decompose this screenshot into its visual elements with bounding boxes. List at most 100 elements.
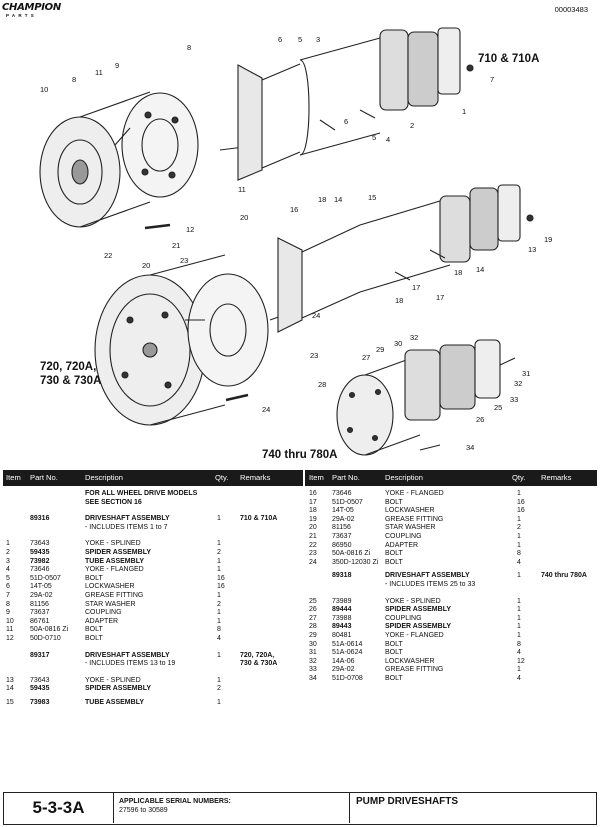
cell-item: 4: [6, 566, 10, 574]
cell-qty: 16: [517, 507, 525, 515]
cell-part: 73643: [30, 540, 50, 548]
cell-part: 73982: [30, 557, 50, 565]
callout-label: 16: [290, 205, 298, 214]
cell-desc: YOKE - SPLINED: [385, 597, 441, 605]
callout-label: 18: [318, 195, 326, 204]
callout-label: 31: [522, 369, 530, 378]
cell-item: 1: [6, 540, 10, 548]
header-remarks: Remarks: [541, 473, 572, 482]
callout-label: 6: [278, 35, 282, 44]
cell-item: 8: [6, 600, 10, 608]
parts-table-left: Item Part No. Description Qty. Remarks F…: [3, 470, 303, 790]
cell-item: 29: [309, 631, 317, 639]
cell-desc: COUPLING: [85, 609, 122, 617]
header-part-no: Part No.: [332, 473, 360, 482]
cell-qty: 1: [517, 631, 521, 639]
callout-label: 21: [172, 241, 180, 250]
model-label-710: 710 & 710A: [478, 53, 540, 65]
parts-table-right: Item Part No. Description Qty. Remarks 1…: [305, 470, 597, 790]
cell-item: 26: [309, 606, 317, 614]
cell-part: 50D-0710: [30, 634, 61, 642]
cell-desc: BOLT: [385, 558, 403, 566]
cell-qty: 1: [217, 540, 221, 548]
cell-part: 89444: [332, 606, 352, 614]
cell-part: 86761: [30, 617, 50, 625]
header-qty: Qty.: [512, 473, 526, 482]
callout-label: 18: [454, 268, 462, 277]
assembly-720: [94, 184, 534, 426]
cell-qty: 1: [517, 490, 521, 497]
cell-item: 31: [309, 649, 317, 657]
header-item: Item: [6, 473, 21, 482]
header-qty: Qty.: [215, 473, 229, 482]
document-id: 00003483: [554, 5, 588, 14]
cell-qty: 2: [217, 685, 221, 693]
page-code: 5-3-3A: [4, 793, 114, 823]
cell-desc: - INCLUDES ITEMS 1 to 7: [85, 523, 168, 531]
cell-part: 51D-0507: [332, 498, 363, 506]
cell-item: 17: [309, 498, 317, 506]
cell-qty: 16: [217, 583, 225, 591]
cell-part: 73646: [30, 566, 50, 574]
page-footer: 5-3-3A APPLICABLE SERIAL NUMBERS: 27596 …: [3, 792, 597, 825]
callout-label: 20: [240, 213, 248, 222]
cell-desc: LOCKWASHER: [85, 583, 135, 591]
cell-desc: YOKE - FLANGED: [85, 566, 144, 574]
cell-desc: ADAPTER: [385, 541, 419, 549]
logo-wordmark: CHAMPION: [2, 2, 61, 13]
table-row: - INCLUDES ITEMS 1 to 7: [3, 523, 303, 532]
cell-item: 10: [6, 617, 14, 625]
cell-qty: 4: [217, 634, 221, 642]
callout-label: 23: [310, 351, 318, 360]
callout-label: 15: [368, 193, 376, 202]
cell-item: 30: [309, 640, 317, 648]
row-spacer: [3, 531, 303, 539]
cell-item: 21: [309, 532, 317, 540]
callout-label: 2: [410, 121, 414, 130]
cell-item: 16: [309, 490, 317, 497]
cell-qty: 12: [517, 657, 525, 665]
driveshaft-drawing: 1 2 3 4 5 5 6 6 7 8 8 9 10 11 11 12 13 1…: [39, 27, 552, 456]
cell-desc: FOR ALL WHEEL DRIVE MODELS: [85, 490, 198, 497]
serial-numbers-label: APPLICABLE SERIAL NUMBERS:: [119, 798, 231, 805]
footer-divider: [349, 793, 350, 823]
page-title: PUMP DRIVESHAFTS: [356, 796, 459, 807]
cell-qty: 1: [517, 532, 521, 540]
callout-label: 24: [312, 311, 320, 320]
cell-item: 11: [6, 626, 14, 634]
cell-part: 80481: [332, 631, 352, 639]
cell-desc: LOCKWASHER: [385, 657, 435, 665]
header-description: Description: [385, 473, 423, 482]
callout-label: 32: [514, 379, 522, 388]
table-row: - INCLUDES ITEMS 25 to 33: [305, 580, 597, 589]
cell-qty: 4: [517, 674, 521, 682]
model-label-740: 740 thru 780A: [262, 449, 338, 461]
cell-remarks: 730 & 730A: [240, 660, 278, 668]
cell-qty: 4: [517, 649, 521, 657]
callout-labels: 1 2 3 4 5 5 6 6 7 8 8 9 10 11 11 12 13 1…: [40, 35, 552, 452]
header-description: Description: [85, 473, 123, 482]
cell-desc: SPIDER ASSEMBLY: [385, 606, 451, 614]
cell-qty: 1: [517, 541, 521, 549]
cell-item: 33: [309, 666, 317, 674]
callout-label: 27: [362, 353, 370, 362]
callout-label: 29: [376, 345, 384, 354]
cell-part: 89316: [30, 515, 50, 523]
row-spacer: [3, 643, 303, 651]
